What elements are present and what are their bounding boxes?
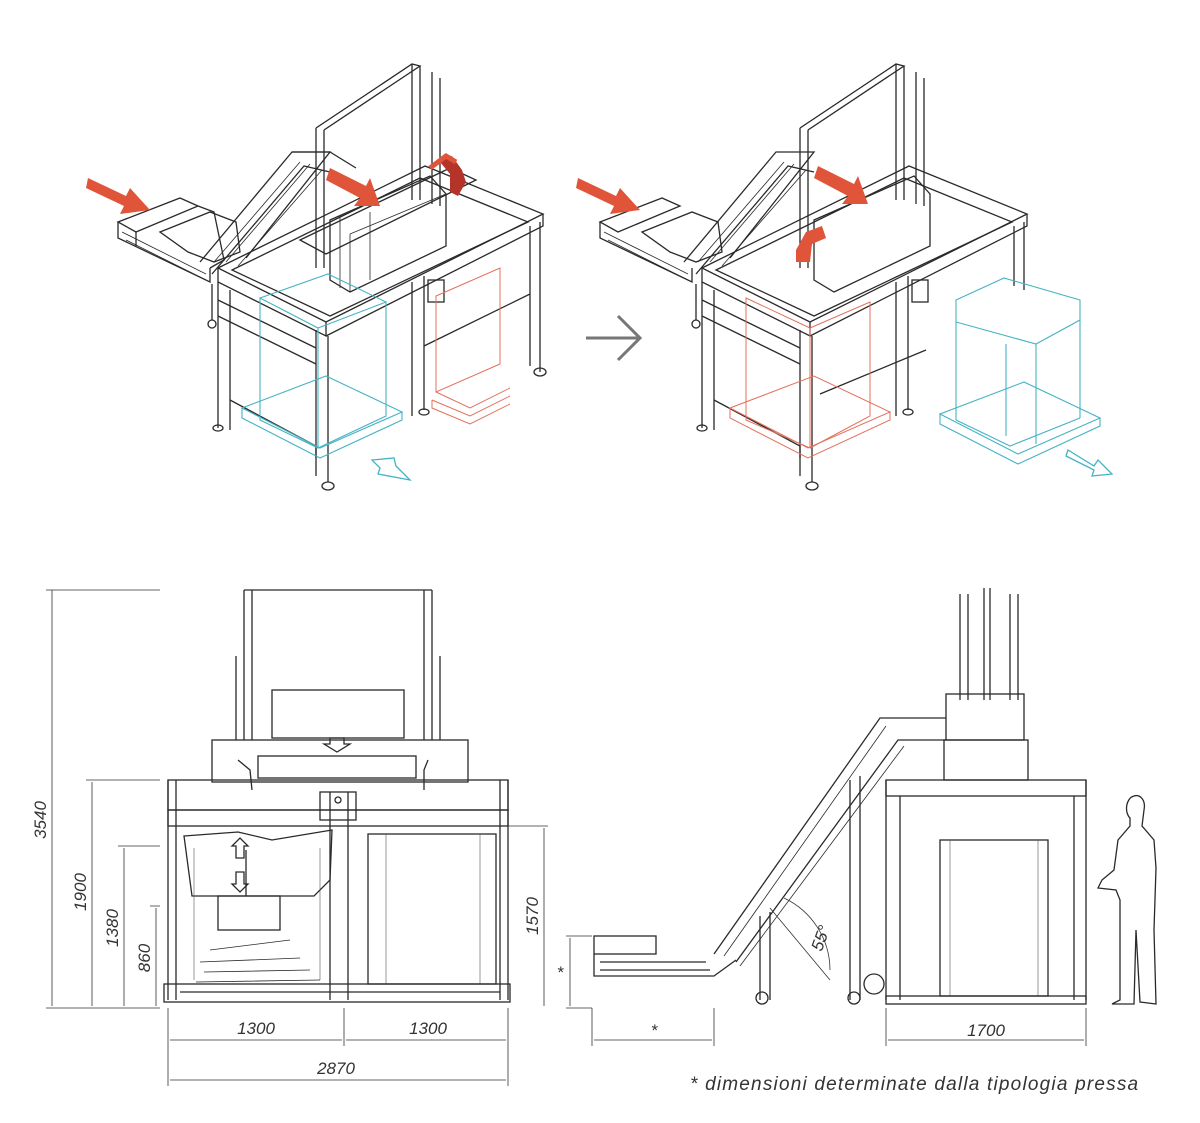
press-arrow-icon [326,152,466,206]
isometric-view-2 [576,63,1114,491]
press-arrow-icon-2 [796,166,868,262]
dim-label-3540: 3540 [31,801,50,839]
side-dimensions: * * 1700 [557,935,1087,1046]
dim-label-1300-left: 1300 [237,1019,275,1038]
bin-teal-2 [938,277,1102,465]
front-dimensions: 3540 1900 1380 860 1570 1300 1300 2870 [31,589,548,1086]
dim-label-1900: 1900 [71,873,90,911]
infeed-arrow-icon-2 [576,178,640,214]
dim-label-1380: 1380 [103,909,122,947]
operator-figure [1097,794,1157,1005]
bin-red-2 [728,297,892,459]
inclined-conveyor [199,151,357,275]
press-frame-2 [696,63,1029,491]
bin-red [431,267,511,425]
dim-860: 860 [135,943,154,972]
infeed-conveyor-2 [598,197,723,329]
conveyor-height-label: * [557,963,565,982]
dim-label-860: 860 [135,943,154,972]
dim-1570: 1570 [523,897,542,935]
inclined-conveyor-2 [683,151,816,275]
bin-exit-arrow-icon [370,457,412,482]
dim-label-1300-right: 1300 [409,1019,447,1038]
front-view: 3540 1900 1380 860 1570 1300 1300 2870 [31,589,548,1086]
footnote: * dimensioni determinate dalla tipologia… [690,1074,1140,1095]
dim-label-1700: 1700 [967,1021,1005,1040]
dim-label-1570: 1570 [523,897,542,935]
dim-1380: 1380 [103,909,122,947]
bin-exit-arrow-icon-2 [1065,449,1114,477]
side-machine: 55° [593,588,1157,1005]
side-view: 55° * * 1700 [557,588,1157,1046]
angle-label: 55° [808,923,835,954]
conveyor-length-label: * [651,1021,659,1040]
right-arrow-icon [586,314,643,362]
dim-label-2870: 2870 [316,1059,355,1078]
press-frame [212,63,547,491]
front-machine [163,589,511,1003]
bin-teal [240,273,404,459]
infeed-conveyor [116,197,241,329]
dim-1900: 1900 [71,873,90,911]
infeed-arrow-icon [86,178,150,214]
isometric-view-1 [86,63,547,491]
dim-3540: 3540 [31,801,50,839]
